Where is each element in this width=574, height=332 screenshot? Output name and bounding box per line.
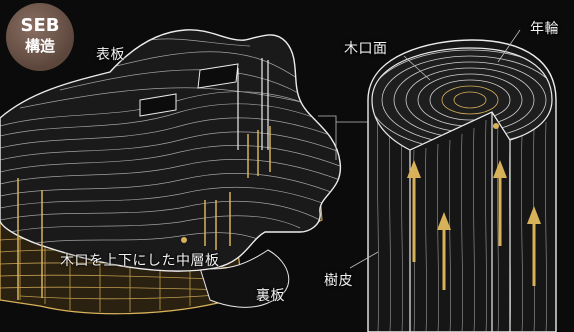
back-board	[199, 249, 290, 308]
label-back-board: 裏板	[256, 288, 285, 304]
label-growth-rings: 年輪	[530, 21, 559, 37]
top-board	[0, 29, 342, 272]
arrow-up-icon	[527, 206, 541, 286]
bridge-pickup-cavity	[139, 93, 177, 117]
log-illustration	[367, 39, 557, 332]
seb-structure-badge: SEB 構造	[6, 3, 74, 71]
guitar-illustration	[0, 29, 342, 315]
leader-dot-icon	[181, 237, 187, 243]
label-middle-layer: 木口を上下にした中層板	[60, 253, 220, 269]
gold-dowels	[17, 126, 271, 300]
leader-dot-icon	[493, 123, 499, 129]
arrow-up-icon	[407, 160, 421, 262]
badge-line-1: SEB	[20, 15, 60, 36]
badge-line-2: 構造	[24, 37, 55, 55]
arrow-up-icon	[437, 212, 451, 290]
neck-pickup-cavity	[197, 63, 239, 89]
arrow-up-icon	[493, 160, 507, 246]
leader-lines	[318, 29, 521, 269]
label-bark: 樹皮	[324, 273, 353, 289]
grain-direction-arrows	[407, 160, 541, 290]
label-end-grain: 木口面	[344, 41, 388, 57]
label-top-board: 表板	[96, 47, 125, 63]
